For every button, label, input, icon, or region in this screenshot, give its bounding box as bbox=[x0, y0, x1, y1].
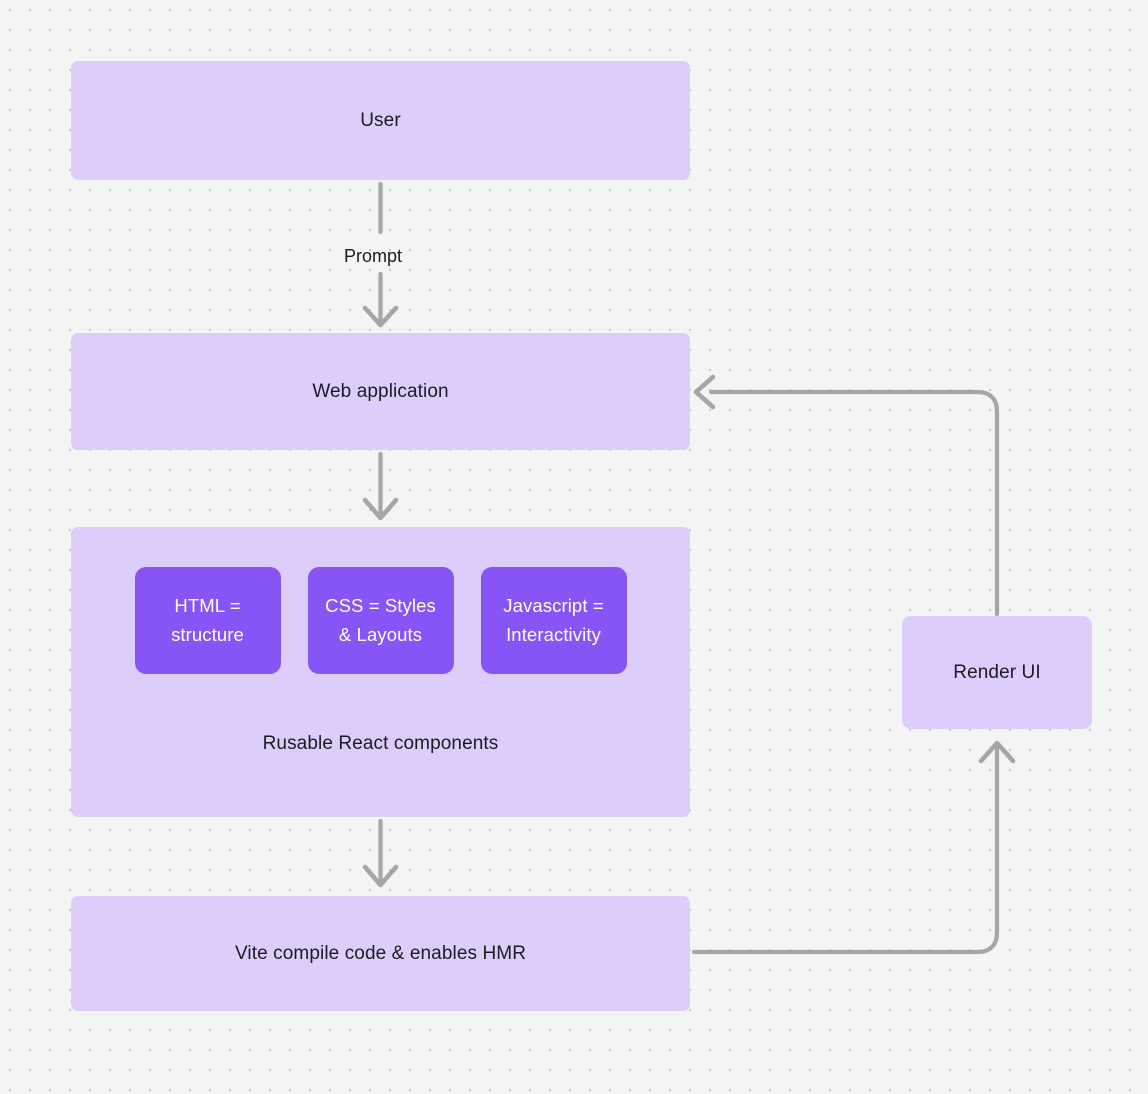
node-web-application[interactable]: Web application bbox=[71, 333, 690, 450]
node-vite-label: Vite compile code & enables HMR bbox=[234, 942, 527, 964]
edge-label-prompt: Prompt bbox=[344, 246, 403, 266]
edge-segment-vite-render bbox=[691, 743, 1000, 955]
edge-vite-to-render bbox=[691, 740, 1016, 955]
node-user[interactable]: User bbox=[71, 61, 690, 180]
edge-render-to-webapp bbox=[693, 374, 1000, 617]
arrowhead-up-render bbox=[978, 740, 1016, 764]
react-chip-row: HTML = structure CSS = Styles & Layouts … bbox=[134, 567, 627, 674]
arrowhead-down-vite bbox=[362, 864, 399, 888]
chip-css[interactable]: CSS = Styles & Layouts bbox=[307, 567, 454, 674]
edge-react-to-vite bbox=[362, 818, 399, 888]
node-vite[interactable]: Vite compile code & enables HMR bbox=[71, 896, 690, 1011]
node-render-ui-label: Render UI bbox=[953, 661, 1041, 683]
node-user-label: User bbox=[360, 109, 401, 131]
chip-javascript[interactable]: Javascript = Interactivity bbox=[480, 567, 627, 674]
arrowhead-down-webapp bbox=[362, 305, 399, 328]
arrowhead-left-webapp bbox=[693, 374, 716, 410]
node-render-ui[interactable]: Render UI bbox=[902, 616, 1092, 729]
edge-webapp-to-react bbox=[362, 451, 399, 521]
react-components-caption: Rusable React components bbox=[262, 733, 499, 754]
react-components-inner: HTML = structure CSS = Styles & Layouts … bbox=[71, 527, 690, 757]
chip-html[interactable]: HTML = structure bbox=[134, 567, 281, 674]
node-react-components[interactable]: HTML = structure CSS = Styles & Layouts … bbox=[71, 527, 690, 817]
edge-segment-render-webapp bbox=[708, 389, 1000, 617]
arrowhead-down-react bbox=[362, 497, 399, 521]
node-web-application-label: Web application bbox=[312, 380, 449, 402]
